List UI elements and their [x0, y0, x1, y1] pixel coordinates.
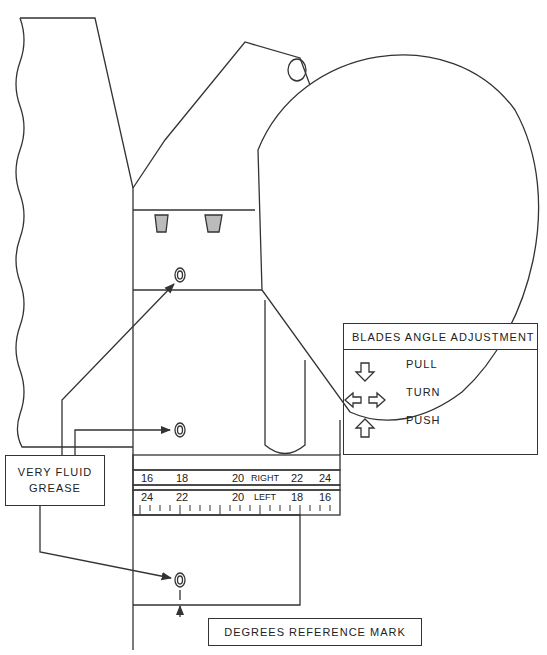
- instruction-box: BLADES ANGLE ADJUSTMENT PULL TURN PUSH: [343, 323, 538, 455]
- scale-number: 20: [231, 491, 245, 503]
- box-title: VERY FLUID GREASE: [6, 456, 104, 504]
- instruction-word: PULL: [406, 358, 438, 370]
- scale-number: 24: [318, 472, 332, 484]
- scale-number: RIGHT: [250, 472, 280, 484]
- note-box: VERY FLUID GREASE: [5, 455, 105, 506]
- scale-number: 16: [318, 491, 332, 503]
- scale-number: 22: [290, 472, 304, 484]
- note-box: DEGREES REFERENCE MARK: [208, 618, 422, 646]
- scale-number: 18: [175, 472, 189, 484]
- box-title: BLADES ANGLE ADJUSTMENT: [344, 324, 537, 350]
- instruction-word: PUSH: [406, 414, 441, 426]
- scale-number: 22: [175, 491, 189, 503]
- instruction-word: TURN: [406, 386, 441, 398]
- scale-number: 18: [290, 491, 304, 503]
- scale-number: 20: [231, 472, 245, 484]
- scale-number: LEFT: [253, 491, 277, 503]
- box-title: DEGREES REFERENCE MARK: [209, 619, 421, 645]
- scale-number: 24: [140, 491, 154, 503]
- scale-number: 16: [140, 472, 154, 484]
